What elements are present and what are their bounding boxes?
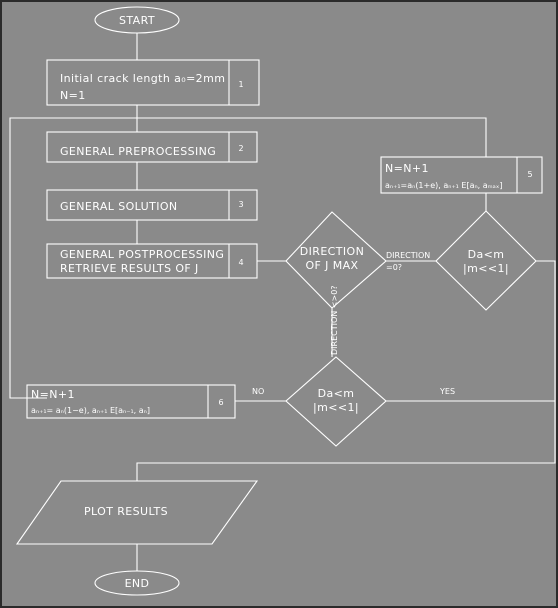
process-box-increase-crack-length: N=N+1 aₙ₊₁=aₙ(1+e), aₙ₊₁ E[aₙ, aₘₐₓ] 5 [380, 156, 543, 194]
decision-direction-line1: DIRECTION [300, 245, 364, 258]
step1-number: 1 [238, 80, 243, 89]
process-box-general-preprocessing: GENERAL PREPROCESSING 2 [46, 131, 258, 163]
step4-line1: GENERAL POSTPROCESSING [60, 248, 224, 261]
decision-right-line2: |m<<1| [463, 262, 509, 275]
edge-label-direction-right-condition: =0? [386, 263, 402, 272]
step6-line2: aₙ₊₁= aₙ(1−e), aₙ₊₁ E[aₙ₋₁, aₙ] [31, 406, 150, 415]
process-box-general-postprocessing: GENERAL POSTPROCESSING RETRIEVE RESULTS … [46, 243, 258, 279]
edge-label-direction-right: DIRECTION [386, 251, 430, 260]
step4-line2: RETRIEVE RESULTS OF J [60, 262, 199, 275]
plot-label: PLOT RESULTS [84, 505, 168, 518]
process-box-initial-crack-length: Initial crack length a₀=2mm N=1 1 [46, 59, 260, 106]
decision-direction-of-j-max: DIRECTION OF J MAX [285, 211, 387, 309]
edge-label-direction-down: DIRECTION <>0? [330, 285, 339, 355]
io-plot-results: PLOT RESULTS [15, 480, 259, 545]
edge-label-yes: YES [439, 387, 455, 396]
decision-lower-line2: |m<<1| [313, 401, 359, 414]
decision-direction-line2: OF J MAX [306, 259, 359, 272]
decision-right-convergence: Da<m |m<<1| [435, 210, 537, 311]
process-box-decrease-crack-length: N=N+1 aₙ₊₁= aₙ(1−e), aₙ₊₁ E[aₙ₋₁, aₙ] 6 [26, 384, 236, 419]
decision-lower-convergence: Da<m |m<<1| [285, 356, 387, 447]
step4-number: 4 [238, 258, 243, 267]
start-label: START [119, 14, 155, 27]
edge-label-no: NO [252, 387, 264, 396]
step1-line2: N=1 [60, 89, 86, 102]
end-label: END [125, 577, 150, 590]
loop-back-right [137, 117, 487, 157]
decision-right-line1: Da<m [468, 248, 505, 261]
step3-label: GENERAL SOLUTION [60, 200, 178, 213]
connector-to-plot-results [136, 260, 556, 481]
end-terminal: END [94, 570, 180, 596]
step2-label: GENERAL PREPROCESSING [60, 145, 216, 158]
step5-line2: aₙ₊₁=aₙ(1+e), aₙ₊₁ E[aₙ, aₘₐₓ] [385, 181, 502, 190]
step1-line1: Initial crack length a₀=2mm [60, 72, 225, 85]
process-box-general-solution: GENERAL SOLUTION 3 [46, 189, 258, 221]
step6-number: 6 [218, 398, 223, 407]
step6-line1: N=N+1 [31, 388, 75, 401]
loop-back-left [9, 117, 137, 399]
step5-number: 5 [527, 170, 532, 179]
step2-number: 2 [238, 144, 243, 153]
decision-lower-line1: Da<m [318, 387, 355, 400]
step3-number: 3 [238, 200, 243, 209]
step5-line1: N=N+1 [385, 162, 429, 175]
